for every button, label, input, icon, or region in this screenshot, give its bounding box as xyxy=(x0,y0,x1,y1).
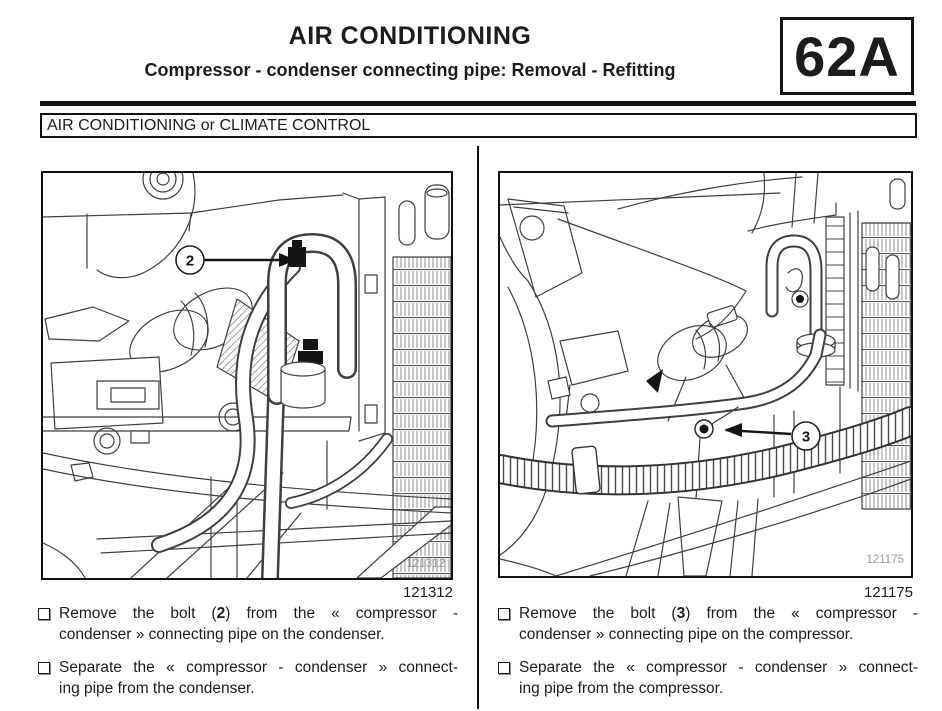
engine-illustration-condenser: 2 121312 xyxy=(43,173,451,578)
callout-arrow-icon xyxy=(724,423,742,437)
bolt-2 xyxy=(288,247,306,267)
ladder-bracket xyxy=(825,216,845,386)
step-bullet-icon xyxy=(38,608,50,620)
step-bullet-icon xyxy=(498,662,510,674)
figure-ref-number: 121312 xyxy=(402,584,453,601)
procedure-step: Remove the bolt (2) from the « compresso… xyxy=(37,603,458,645)
callout-2-label: 2 xyxy=(186,253,194,270)
procedure-column-compressor: Remove the bolt (3) from the « compresso… xyxy=(497,603,918,711)
procedure-step: Separate the « compressor - condenser » … xyxy=(497,657,918,699)
page-subtitle: Compressor - condenser connecting pipe: … xyxy=(144,60,676,80)
step-text: Remove the bolt (2) from the « compresso… xyxy=(59,605,458,643)
engine-illustration-compressor: 3 121175 xyxy=(500,173,911,576)
step-text: Remove the bolt (3) from the « compresso… xyxy=(519,605,918,643)
step-bullet-icon xyxy=(38,662,50,674)
column-divider xyxy=(477,146,479,709)
figure-watermark: 121175 xyxy=(866,554,904,566)
applicability-banner: AIR CONDITIONING or CLIMATE CONTROL xyxy=(40,113,917,138)
page-title: AIR CONDITIONING xyxy=(288,22,532,50)
direction-arrow-icon xyxy=(646,369,663,393)
step-bullet-icon xyxy=(498,608,510,620)
procedure-column-condenser: Remove the bolt (2) from the « compresso… xyxy=(37,603,458,711)
section-code-box: 62A xyxy=(780,17,914,95)
step-text: Separate the « compressor - condenser » … xyxy=(59,659,458,697)
callout-2-badge xyxy=(175,245,205,275)
callout-2: 2 xyxy=(175,245,296,275)
callout-3: 3 xyxy=(724,421,821,451)
callout-arrow-icon xyxy=(279,253,296,267)
figure-ref-number: 121175 xyxy=(864,584,913,601)
step-text: Separate the « compressor - condenser » … xyxy=(519,659,918,697)
section-code: 62A xyxy=(794,24,900,88)
figure-condenser-bolt: 2 121312 xyxy=(41,171,453,580)
figure-compressor-bolt: 3 121175 xyxy=(498,171,913,578)
procedure-step: Remove the bolt (3) from the « compresso… xyxy=(497,603,918,645)
figure-watermark: 121312 xyxy=(407,558,445,570)
procedure-step: Separate the « compressor - condenser » … xyxy=(37,657,458,699)
callout-3-label: 3 xyxy=(802,429,810,446)
header-rule xyxy=(40,101,916,106)
callout-3-badge xyxy=(791,421,821,451)
